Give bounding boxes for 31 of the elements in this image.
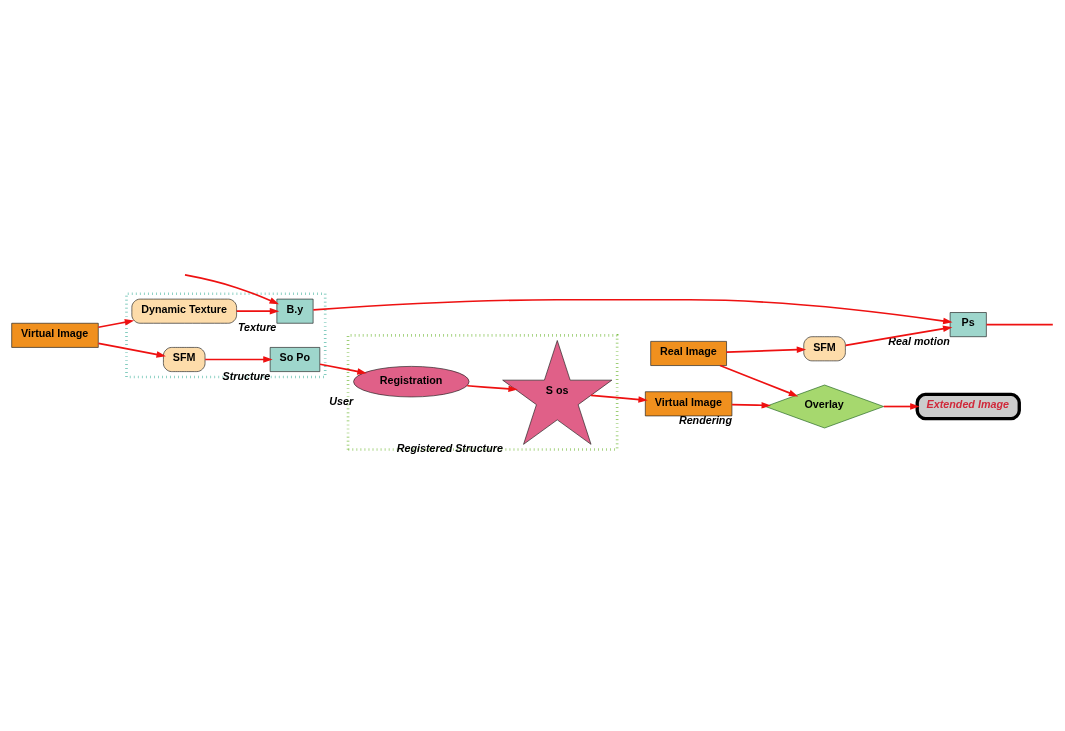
arrow [719, 364, 799, 397]
arrow [590, 394, 648, 403]
node-box: Dynamic Texture [131, 298, 237, 324]
arrow [97, 342, 166, 358]
node-diamond: Overlay [765, 384, 884, 429]
arrow [184, 274, 279, 305]
arrow [466, 384, 518, 393]
node-label: Registered Structure [396, 442, 503, 455]
node-label: Real motion [888, 334, 950, 347]
node-label: Structure [222, 369, 271, 382]
node-label: User [329, 394, 354, 407]
node-box: So Po [269, 347, 321, 372]
node-label: Texture [237, 321, 277, 334]
node-box: Extended Image [915, 392, 1021, 421]
node-box: Virtual Image [645, 391, 733, 417]
arrow [725, 346, 807, 354]
node-box: Real Image [650, 341, 727, 366]
arrow [97, 319, 135, 329]
arrow [844, 325, 953, 347]
arrow [312, 298, 953, 325]
node-box: Virtual Image [11, 322, 99, 348]
arrow [204, 356, 273, 363]
node-box: B.y [276, 298, 314, 324]
arrow [882, 403, 920, 410]
node-box: SFM [163, 347, 206, 372]
arrow [235, 307, 280, 315]
arrow [319, 363, 367, 375]
node-box: SFM [803, 336, 846, 362]
arrow [731, 401, 771, 409]
node-box: Ps [949, 312, 987, 338]
connector [985, 323, 1054, 326]
